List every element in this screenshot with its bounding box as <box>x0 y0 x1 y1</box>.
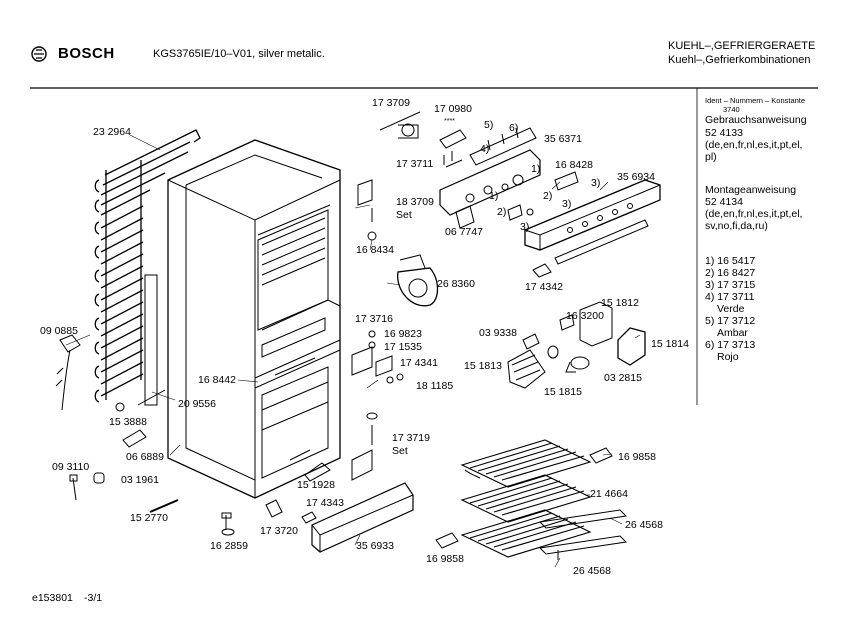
part-label: 18 1185 <box>416 380 454 392</box>
part-label: 4) <box>480 143 490 155</box>
part-label: 16 3200 <box>566 310 604 322</box>
manual2-title: Montageanweisung <box>705 184 797 196</box>
part-label: 35 6371 <box>544 133 582 145</box>
legend-item: Verde <box>717 303 745 315</box>
part-label: 17 3720 <box>260 525 298 537</box>
part-label: 17 4342 <box>525 281 563 293</box>
part-label: 06 7747 <box>445 226 483 238</box>
legend-item: Ambar <box>717 327 748 339</box>
part-label: 18 3709 <box>396 196 434 208</box>
legend-item: Rojo <box>717 351 739 363</box>
legend-item: 1) 16 5417 <box>705 255 756 267</box>
part-label: 03 1961 <box>121 474 159 486</box>
ident-value: 3740 <box>723 105 740 114</box>
part-label: 09 0885 <box>40 325 78 337</box>
part-label: 35 6934 <box>617 171 655 183</box>
legend-item: 4) 17 3711 <box>705 291 755 303</box>
part-label: 16 8428 <box>555 159 593 171</box>
part-label: 16 9858 <box>426 553 464 565</box>
manual1-title: Gebrauchsanweisung <box>705 114 807 126</box>
part-label: 15 1814 <box>651 338 689 350</box>
manual2-langs2: sv,no,fi,da,ru) <box>705 220 768 232</box>
part-label: Set <box>392 445 408 457</box>
part-label: 3) <box>562 198 572 210</box>
category-upper: KUEHL–,GEFRIERGERAETE <box>668 40 816 52</box>
part-label: 17 0980 <box>434 103 472 115</box>
part-label: 20 9556 <box>178 398 216 410</box>
part-label: Set <box>396 209 412 221</box>
part-label: 16 9858 <box>618 451 656 463</box>
legend-item: 3) 17 3715 <box>705 279 756 291</box>
manual2-number: 52 4134 <box>705 196 743 208</box>
part-label: 17 3719 <box>392 432 430 444</box>
part-label: 15 2770 <box>130 512 168 524</box>
part-label: 15 1813 <box>464 360 502 372</box>
manual1-langs2: pl) <box>705 151 717 163</box>
manual1-langs: (de,en,fr,nl,es,it,pt,el, <box>705 139 803 151</box>
part-label: 06 6889 <box>126 451 164 463</box>
page-number: -3/1 <box>84 592 103 604</box>
manual1-number: 52 4133 <box>705 127 743 139</box>
part-label: **** <box>444 118 455 125</box>
part-label: 16 8442 <box>198 374 236 386</box>
part-label: 21 4664 <box>590 488 628 500</box>
part-label: 2) <box>543 190 553 202</box>
part-label: 15 3888 <box>109 416 147 428</box>
part-label: 1) <box>531 163 541 175</box>
part-label: 17 4341 <box>400 357 438 369</box>
manual2-langs: (de,en,fr,nl,es,it,pt,el, <box>705 208 803 220</box>
part-label: 16 2859 <box>210 540 248 552</box>
part-label: 3) <box>520 221 530 233</box>
category-lower: Kuehl–,Gefrierkombinationen <box>668 54 811 66</box>
part-label: 23 2964 <box>93 126 131 138</box>
document-code: e153801 <box>32 592 73 604</box>
part-label: 6) <box>509 122 519 134</box>
part-label: 1) <box>489 190 499 202</box>
part-label: 17 4343 <box>306 497 344 509</box>
part-label: 17 3709 <box>372 97 410 109</box>
part-label: 16 9823 <box>384 328 422 340</box>
part-label: 03 9338 <box>479 327 517 339</box>
part-label: 03 2815 <box>604 372 642 384</box>
legend-item: 6) 17 3713 <box>705 339 756 351</box>
part-label: 15 1815 <box>544 386 582 398</box>
part-label: 26 8360 <box>437 278 475 290</box>
part-label: 15 1928 <box>297 479 335 491</box>
part-label: 17 3716 <box>355 313 393 325</box>
part-label: 5) <box>484 119 494 131</box>
part-label: 2) <box>497 206 507 218</box>
model-title: KGS3765IE/10–V01, silver metalic. <box>153 48 325 60</box>
part-label: 3) <box>591 177 601 189</box>
brand-logo-text: BOSCH <box>58 45 115 62</box>
part-label: 26 4568 <box>573 565 611 577</box>
ident-label: Ident – Nummern – Konstante <box>705 96 806 105</box>
part-label: 16 8434 <box>356 244 394 256</box>
part-label: 35 6933 <box>356 540 394 552</box>
part-label: 09 3110 <box>52 461 90 473</box>
part-label: 17 3711 <box>396 158 434 170</box>
part-label: 26 4568 <box>625 519 663 531</box>
legend-item: 5) 17 3712 <box>705 315 756 327</box>
legend-item: 2) 16 8427 <box>705 267 756 279</box>
part-label: 15 1812 <box>601 297 639 309</box>
part-label: 17 1535 <box>384 341 422 353</box>
